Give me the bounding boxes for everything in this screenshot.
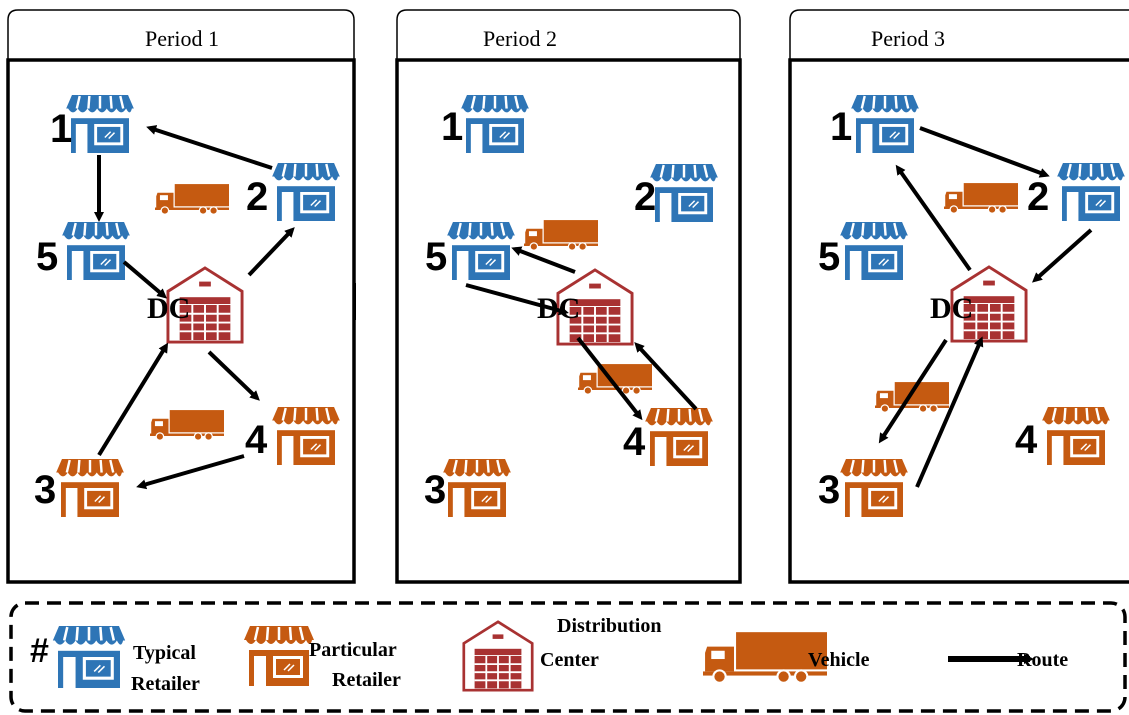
route-arrow-icon <box>895 164 972 272</box>
legend-frame <box>9 601 1127 713</box>
typical-retailer-1-icon <box>849 95 921 153</box>
retailer-number-1: 1 <box>830 105 852 149</box>
retailer-number-1: 1 <box>50 107 72 151</box>
typical-retailer-5-icon <box>445 222 517 280</box>
period-title: Period 2 <box>483 26 557 51</box>
typical-retailer-legend-icon <box>52 626 126 688</box>
route-arrow-icon <box>122 260 168 299</box>
typical-retailer-2-icon <box>1055 163 1127 221</box>
typical-retailer-1-icon <box>64 95 136 153</box>
retailer-number-2: 2 <box>246 175 268 219</box>
particular-retailer-legend-icon <box>243 626 315 686</box>
retailer-number-4: 4 <box>245 418 268 462</box>
retailer-number-5: 5 <box>425 235 447 279</box>
route-arrows <box>465 246 698 421</box>
route-arrows <box>878 126 1093 488</box>
period-2-contents: 1 2 5 3 4 DC <box>424 95 741 517</box>
route-arrow-icon <box>878 338 948 444</box>
retailer-number-5: 5 <box>36 235 58 279</box>
vehicle-truck-icon <box>875 382 949 413</box>
legend-typical-line1: Typical <box>133 642 196 664</box>
particular-retailer-4-icon <box>1040 407 1112 465</box>
route-arrow-icon <box>97 342 169 457</box>
legend-hash: # <box>30 632 49 670</box>
typical-retailer-5-icon <box>838 222 910 280</box>
legend-typical-line2: Retailer <box>131 673 200 695</box>
route-arrow-icon <box>576 336 643 421</box>
particular-retailer-3-icon <box>54 459 126 517</box>
typical-retailer-1-icon <box>459 95 531 153</box>
legend-route: Route <box>1017 649 1068 671</box>
legend-particular-line1: Particular <box>309 639 397 661</box>
distribution-center-legend-icon <box>462 620 534 692</box>
period-3-contents: 1 2 5 3 4 DC <box>818 95 1127 517</box>
legend-dc-line2: Center <box>540 649 599 671</box>
period-panel-3: Period 3 <box>788 9 1129 584</box>
route-arrow-icon <box>919 126 1050 178</box>
legend-vehicle: Vehicle <box>808 649 870 671</box>
period-frame <box>6 58 356 584</box>
retailer-number-4: 4 <box>623 420 646 464</box>
period-1-contents: 1 2 5 3 4 DC <box>34 95 356 517</box>
route-arrow-icon <box>915 336 984 488</box>
dc-label: DC <box>930 292 973 325</box>
retailer-number-2: 2 <box>634 175 656 219</box>
route-arrow-icon <box>136 454 245 490</box>
legend-dc-line1: Distribution <box>557 615 661 637</box>
vehicle-truck-icon <box>155 184 229 215</box>
particular-retailer-4-icon <box>643 408 715 466</box>
route-arrow-icon <box>146 125 273 170</box>
dc-label: DC <box>147 292 190 325</box>
route-arrow-icon <box>247 227 295 277</box>
route-arrow-icon <box>465 283 569 316</box>
typical-retailer-2-icon <box>648 164 720 222</box>
period-header-box <box>396 9 741 60</box>
period-title: Period 3 <box>871 26 945 51</box>
particular-retailer-3-icon <box>838 459 910 517</box>
retailer-number-3: 3 <box>34 468 56 512</box>
route-arrow-icon <box>511 246 576 274</box>
period-frame <box>788 58 1129 584</box>
retailer-number-4: 4 <box>1015 418 1038 462</box>
legend-particular-line2: Retailer <box>332 669 401 691</box>
route-arrows <box>94 125 295 490</box>
retailer-number-5: 5 <box>818 235 840 279</box>
vehicle-truck-icon <box>150 410 224 441</box>
retailer-number-1: 1 <box>441 105 463 149</box>
period-header-box <box>7 9 355 60</box>
typical-retailer-2-icon <box>270 163 342 221</box>
particular-retailer-3-icon <box>441 459 513 517</box>
legend: # Typical Retailer Particular Retailer D… <box>9 601 1127 713</box>
retailer-number-3: 3 <box>818 468 840 512</box>
typical-retailer-5-icon <box>60 222 132 280</box>
route-arrow-icon <box>1032 228 1093 283</box>
vehicle-truck-icon <box>524 220 598 251</box>
vehicle-truck-icon <box>578 364 652 395</box>
period-title: Period 1 <box>145 26 219 51</box>
period-header-box <box>789 9 1129 60</box>
period-panel-1: Period 1 <box>6 9 356 584</box>
particular-retailer-4-icon <box>270 407 342 465</box>
vehicle-truck-icon <box>944 183 1018 214</box>
route-arrow-icon <box>634 342 698 411</box>
retailer-number-3: 3 <box>424 468 446 512</box>
retailer-number-2: 2 <box>1027 175 1049 219</box>
route-arrow-icon <box>207 350 260 401</box>
